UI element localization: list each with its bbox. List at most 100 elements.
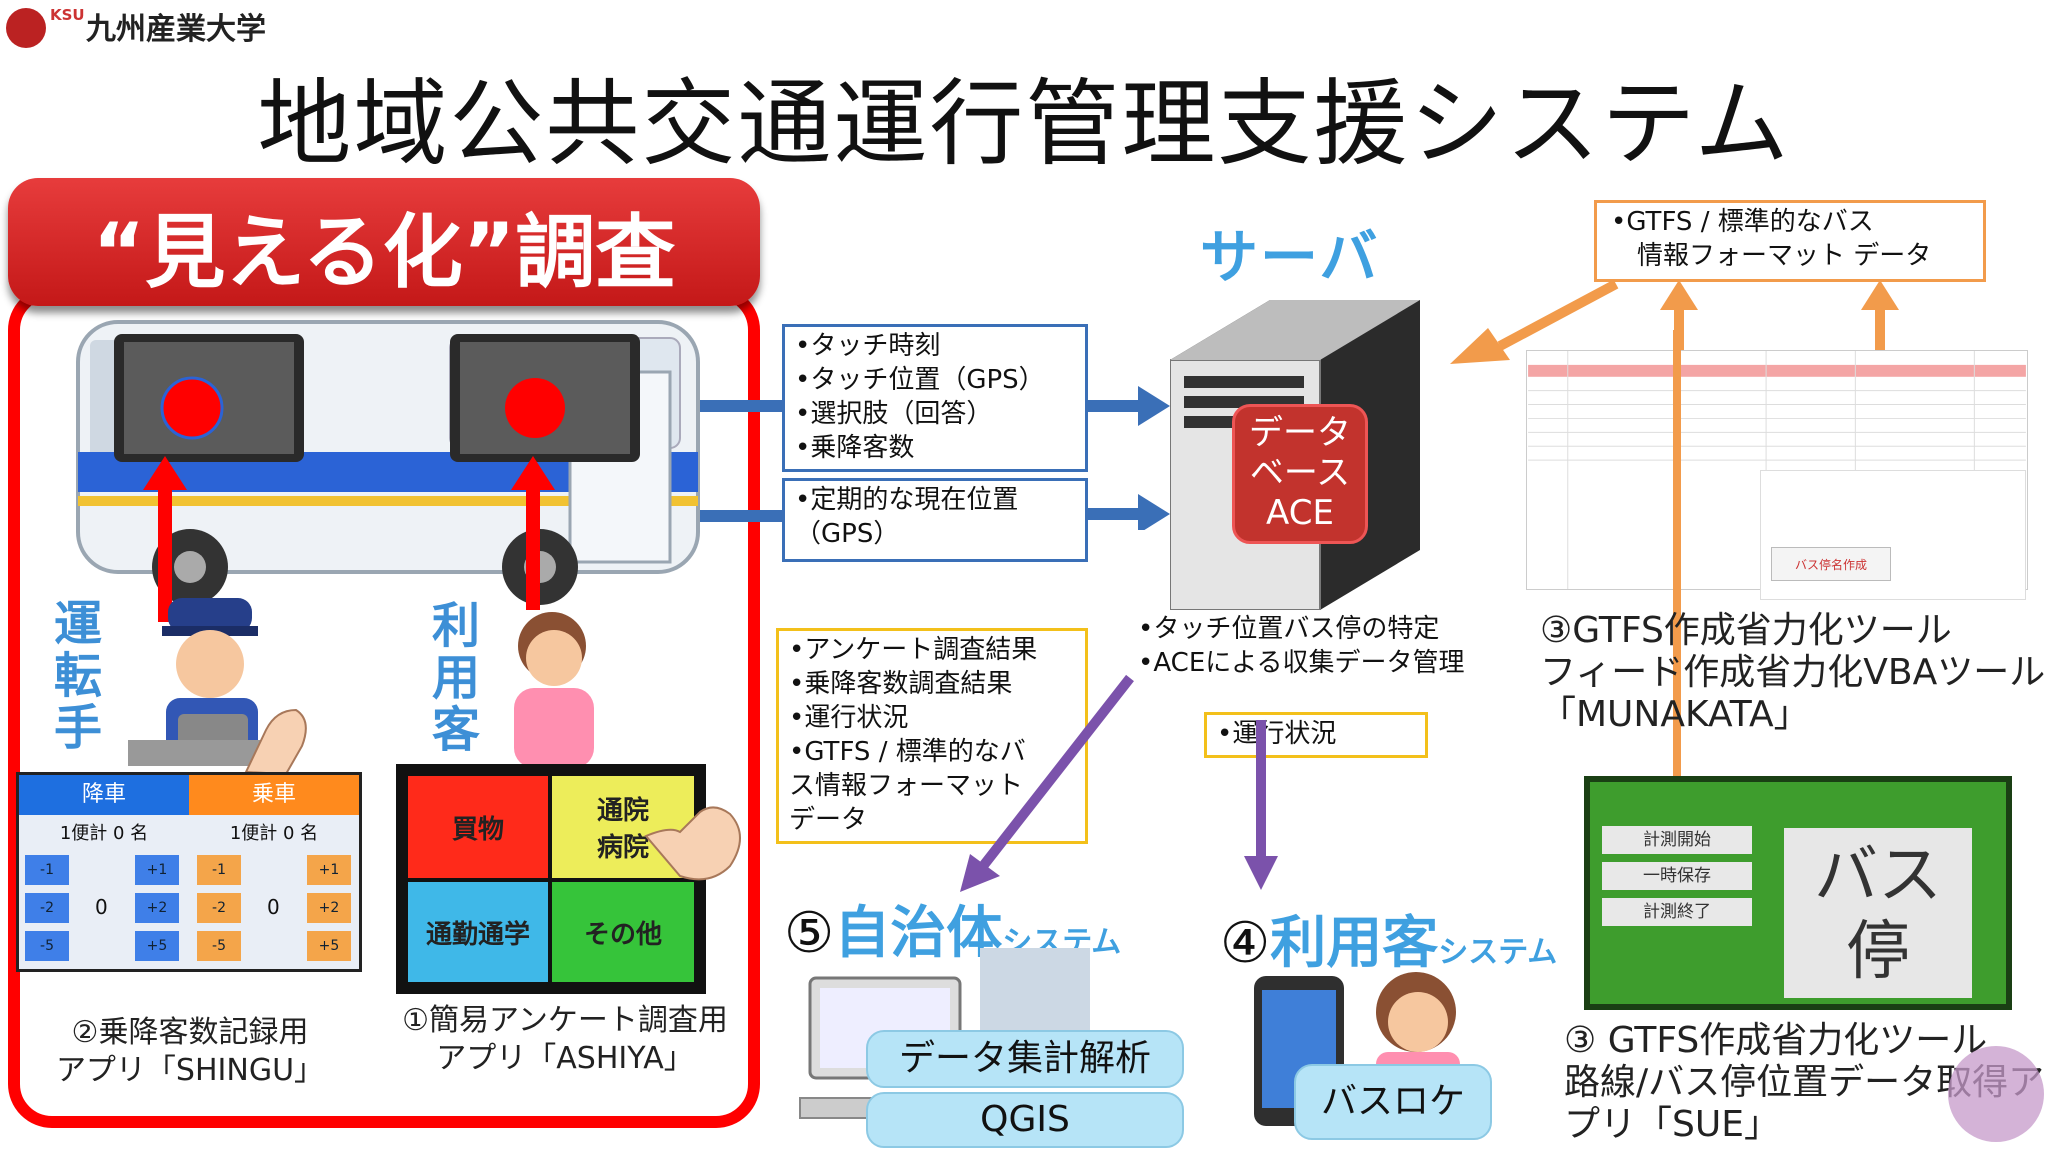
commute-option[interactable]: 通勤通学 — [408, 882, 548, 982]
spreadsheet-dialog: バス停名作成 — [1760, 470, 2026, 600]
driver-arrowhead — [143, 456, 187, 490]
alight-count: 1便計 0 名 — [59, 823, 149, 844]
board-plus2-button[interactable]: +2 — [307, 893, 351, 923]
ashiya-tablet: 買物 通院 病院 通勤通学 その他 — [396, 764, 706, 994]
munakata-tool-description: ③GTFS作成省力化ツール フィード作成省力化VBAツール 「MUNAKATA」 — [1540, 610, 2045, 736]
driver-arrow — [158, 488, 172, 622]
university-name: 九州産業大学 — [86, 12, 266, 47]
munakata-line: ③GTFS作成省力化ツール — [1540, 610, 1952, 651]
db-line: ベース — [1249, 453, 1351, 493]
board-minus2-button[interactable]: -2 — [197, 893, 241, 923]
tool-connector-line — [1673, 330, 1681, 790]
pointing-hand-icon — [244, 708, 307, 776]
passenger-arrow — [526, 488, 540, 610]
server-note: •タッチ位置バス停の特定 — [1138, 614, 1440, 644]
board-header[interactable]: 乗車 — [189, 775, 359, 815]
server-note: •ACEによる収集データ管理 — [1138, 648, 1465, 678]
box1-line: •選択肢（回答） — [795, 399, 993, 429]
driver-figure-icon — [128, 598, 288, 766]
board-plus5-button[interactable]: +5 — [307, 931, 351, 961]
munakata-line: 「MUNAKATA」 — [1540, 694, 1810, 735]
alight-plus5-button[interactable]: +5 — [135, 931, 179, 961]
gtfs-line: •GTFS / 標準的なバス — [1611, 207, 1874, 237]
app1-caption: ①簡易アンケート調査用 アプリ「ASHIYA」 — [370, 1002, 760, 1078]
logo-abbreviation: KSU — [50, 6, 85, 24]
alight-minus5-button[interactable]: -5 — [25, 931, 69, 961]
box2-line: •定期的な現在位置 — [795, 485, 1019, 515]
start-measure-button[interactable]: 計測開始 — [1602, 826, 1752, 854]
passenger-figure-icon — [514, 612, 594, 768]
sue-line: ③ GTFS作成省力化ツール — [1564, 1020, 1988, 1061]
bus-stop-button[interactable]: バス 停 — [1784, 828, 1972, 998]
app1-caption-line1: ①簡易アンケート調査用 — [402, 1003, 728, 1038]
munakata-line: フィード作成省力化VBAツール — [1540, 652, 2046, 693]
box3-line: •アンケート調査結果 — [789, 635, 1038, 665]
data-analysis-pill: データ集計解析 — [866, 1030, 1184, 1088]
app1-caption-line2: アプリ「ASHIYA」 — [436, 1041, 694, 1076]
box1-line: •乗降客数 — [795, 433, 915, 463]
alight-minus1-button[interactable]: -1 — [25, 855, 69, 885]
passenger-label: 利用客 — [431, 598, 480, 758]
temp-save-button[interactable]: 一時保存 — [1602, 862, 1752, 890]
local-government-system-title: ⑤自治体システム — [784, 888, 1121, 969]
create-stop-name-button[interactable]: バス停名作成 — [1771, 547, 1891, 581]
hospital-option[interactable]: 通院 病院 — [552, 776, 694, 878]
sue-line: プリ「SUE」 — [1564, 1104, 1780, 1145]
box1-line: •タッチ時刻 — [795, 331, 941, 361]
box3-line: データ — [789, 805, 868, 835]
university-seal-icon — [6, 8, 46, 48]
survey-results-box: •アンケート調査結果 •乗降客数調査結果 •運行状況 •GTFS / 標準的なバ… — [776, 628, 1088, 844]
server-notes: •タッチ位置バス停の特定 •ACEによる収集データ管理 — [1138, 612, 1464, 680]
shopping-option[interactable]: 買物 — [408, 776, 548, 878]
box3-line: •GTFS / 標準的なバ — [789, 737, 1026, 767]
box2-line: （GPS） — [795, 519, 900, 549]
board-minus5-button[interactable]: -5 — [197, 931, 241, 961]
alight-header[interactable]: 降車 — [19, 775, 189, 815]
board-plus1-button[interactable]: +1 — [307, 855, 351, 885]
ace-database: データ ベース ACE — [1232, 404, 1368, 544]
system4-number: ④ — [1220, 911, 1271, 976]
qgis-pill: QGIS — [866, 1092, 1184, 1148]
alight-minus2-button[interactable]: -2 — [25, 893, 69, 923]
system4-title: 利用客 — [1270, 911, 1439, 976]
gps-position-box: •定期的な現在位置 （GPS） — [782, 478, 1088, 562]
board-count: 1便計 0 名 — [229, 823, 319, 844]
passenger-system-title: ④利用客システム — [1220, 898, 1557, 979]
purple-arrows — [960, 674, 1278, 892]
page-title: 地域公共交通運行管理支援システム — [257, 70, 1791, 179]
db-line: データ — [1249, 413, 1351, 453]
system4-suffix: システム — [1438, 935, 1558, 970]
touch-data-box: •タッチ時刻 •タッチ位置（GPS） •選択肢（回答） •乗降客数 — [782, 324, 1088, 472]
alight-buttons: -1 +1 -2 0 +2 -5 +5 — [25, 855, 185, 965]
app2-caption-line1: ②乗降客数記録用 — [71, 1015, 309, 1050]
alight-zero: 0 — [95, 895, 108, 919]
survey-banner — [8, 178, 760, 306]
alight-plus1-button[interactable]: +1 — [135, 855, 179, 885]
server-title: サーバ — [1200, 223, 1380, 291]
board-buttons: -1 +1 -2 0 +2 -5 +5 — [197, 855, 357, 965]
survey-banner-title: “見える化”調査 — [92, 206, 676, 299]
passenger-user-icon — [1376, 972, 1460, 1078]
end-measure-button[interactable]: 計測終了 — [1602, 898, 1752, 926]
bus-location-pill: バスロケ — [1294, 1064, 1492, 1140]
other-option[interactable]: その他 — [552, 882, 694, 982]
box3-line: •乗降客数調査結果 — [789, 669, 1013, 699]
app2-caption: ②乗降客数記録用 アプリ「SHINGU」 — [30, 1014, 350, 1090]
status-line: •運行状況 — [1217, 719, 1337, 749]
db-line: ACE — [1266, 493, 1334, 533]
box1-line: •タッチ位置（GPS） — [795, 365, 1045, 395]
alight-plus2-button[interactable]: +2 — [135, 893, 179, 923]
system5-title: 自治体 — [834, 901, 1003, 966]
app2-caption-line2: アプリ「SHINGU」 — [55, 1053, 325, 1088]
board-minus1-button[interactable]: -1 — [197, 855, 241, 885]
passenger-arrowhead — [511, 456, 555, 490]
board-zero: 0 — [267, 895, 280, 919]
sue-app-screen: 計測開始 一時保存 計測終了 バス 停 — [1584, 776, 2012, 1010]
shingu-tablet: 降車 乗車 1便計 0 名 1便計 0 名 -1 +1 -2 0 +2 -5 +… — [16, 772, 362, 972]
watermark-badge-icon — [1948, 1046, 2044, 1142]
pointing-hand-icon — [644, 806, 741, 881]
gtfs-data-box: •GTFS / 標準的なバス 情報フォーマット データ — [1594, 200, 1986, 282]
system5-number: ⑤ — [784, 901, 835, 966]
box3-line: ス情報フォーマット — [789, 771, 1024, 801]
box3-line: •運行状況 — [789, 703, 909, 733]
